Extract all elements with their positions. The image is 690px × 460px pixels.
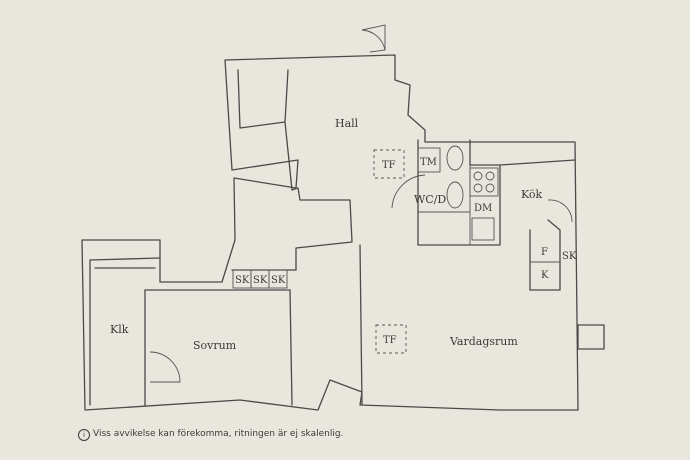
walls xyxy=(81,24,605,411)
fixture-label-dm: DM xyxy=(474,203,492,214)
fixture-label-f: F xyxy=(541,247,548,258)
fixture-label-sk-3: SK xyxy=(271,275,286,286)
fixture-label-sk-1: SK xyxy=(235,275,250,286)
stove-icon xyxy=(469,167,499,197)
sink-icon xyxy=(446,181,464,209)
tm-box xyxy=(417,147,441,173)
toilet-icon xyxy=(446,145,464,171)
room-label-sovrum: Sovrum xyxy=(193,339,237,352)
fixture-label-tf-hall: TF xyxy=(382,160,396,171)
fixture-label-tm: TM xyxy=(420,157,437,168)
fixtures xyxy=(149,145,573,383)
room-label-hall: Hall xyxy=(335,117,359,130)
room-label-vardagsrum: Vardagsrum xyxy=(449,335,518,348)
room-label-kok: Kök xyxy=(521,188,543,201)
disclaimer-text: Viss avvikelse kan förekomma, ritningen … xyxy=(93,429,344,439)
fixture-label-k: K xyxy=(541,270,549,281)
room-label-klk: Klk xyxy=(110,323,129,336)
tf-hall-box xyxy=(373,149,405,179)
fixture-label-sk-kok: SK xyxy=(562,251,577,262)
info-icon: i xyxy=(78,429,90,441)
sk-box-3 xyxy=(268,269,288,289)
kitchen-sink-icon xyxy=(471,217,495,241)
room-label-wcd: WC/D xyxy=(414,193,446,206)
fixture-label-sk-2: SK xyxy=(253,275,268,286)
room-labels: Hall Kök WC/D Vardagsrum Sovrum Klk TF T… xyxy=(110,117,577,352)
tf-vardagsrum-box xyxy=(375,324,407,354)
fixture-label-tf-vardagsrum: TF xyxy=(383,335,397,346)
